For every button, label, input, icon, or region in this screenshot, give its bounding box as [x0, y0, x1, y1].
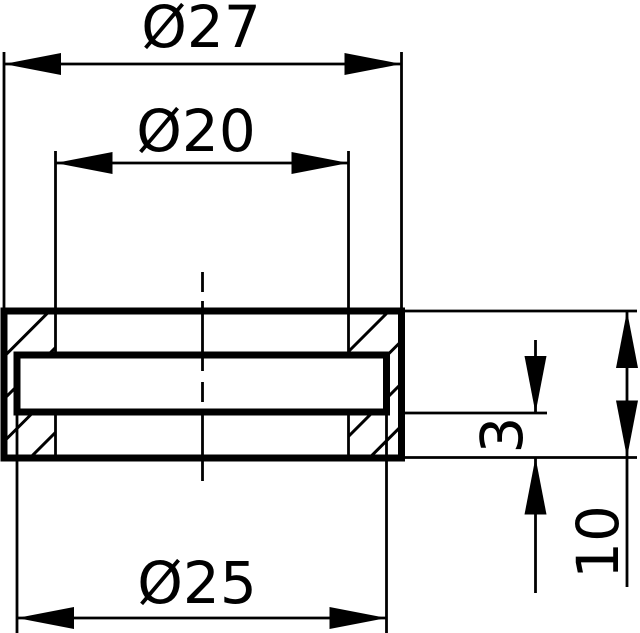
dimension-groove-to-face: 3	[405, 340, 547, 593]
dimension-label-od25: Ø25	[137, 549, 256, 617]
arrowhead-up	[616, 311, 638, 368]
section-view	[0, 272, 405, 489]
dimension-overall-height: 10	[405, 309, 638, 587]
dimension-label-od20: Ø20	[136, 97, 255, 165]
arrowhead-left	[4, 53, 61, 75]
dimension-label-3: 3	[468, 417, 536, 454]
arrowhead-left	[55, 152, 113, 174]
arrowhead-down	[524, 356, 547, 413]
arrowhead-right	[329, 607, 387, 629]
dimension-groove-diameter: Ø25	[15, 413, 388, 633]
arrowhead-right	[344, 53, 402, 75]
hatching-right-wall	[348, 311, 402, 458]
arrowhead-right	[291, 152, 349, 174]
dimension-label-10: 10	[564, 505, 632, 579]
arrowhead-down	[616, 400, 638, 458]
arrowhead-left	[17, 607, 74, 629]
dimension-outer-diameter: Ø27	[2, 0, 403, 311]
dimension-label-od27: Ø27	[141, 0, 260, 61]
arrowhead-up	[524, 457, 547, 515]
dimension-bore-diameter: Ø20	[54, 97, 350, 311]
